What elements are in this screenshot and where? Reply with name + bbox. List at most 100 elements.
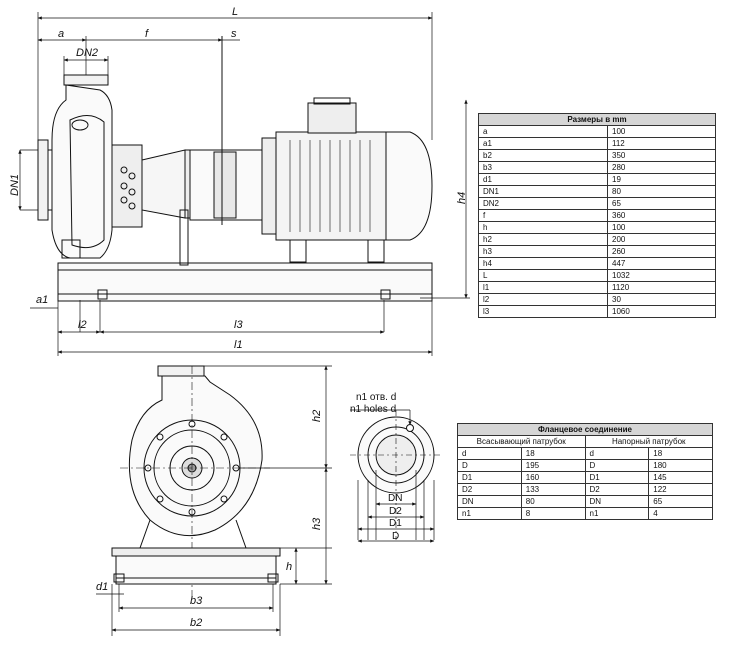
suction-param: n1 — [457, 507, 522, 520]
front-base-frame — [111, 547, 281, 585]
flange-holes-label-ru: n1 отв. d — [356, 392, 396, 403]
dim-label-l3: l3 — [234, 319, 243, 331]
dim-label-h4: h4 — [456, 192, 468, 204]
suction-param: D1 — [457, 471, 522, 484]
dimension-name: f — [478, 209, 608, 222]
dimension-name: b3 — [478, 161, 608, 174]
side-view-labels: L a f s DN2 DN1 h4 a1 l2 l3 l1 — [9, 6, 468, 351]
front-view-labels: h2 h3 h d1 b3 b2 — [96, 410, 323, 629]
dim-label-dn: DN — [388, 493, 402, 504]
dimension-name: h — [478, 221, 608, 234]
dimension-value: 1032 — [607, 269, 716, 282]
dimension-name: b2 — [478, 149, 608, 162]
dimension-value: 350 — [607, 149, 716, 162]
suction-value: 8 — [520, 507, 586, 520]
flange-holes-label-en: n1 holes d — [350, 404, 396, 415]
dimension-name: h2 — [478, 233, 608, 246]
dimension-name: h3 — [478, 245, 608, 258]
suction-value: 80 — [520, 495, 586, 508]
dim-label-flange-d1: D1 — [389, 518, 402, 529]
front-view — [96, 365, 332, 636]
dim-label-b2: b2 — [190, 617, 202, 629]
dimension-name: l3 — [478, 305, 608, 318]
flange-view-labels: n1 отв. d n1 holes d DN D2 D1 D — [350, 392, 402, 542]
discharge-param: D2 — [584, 483, 650, 496]
front-view-dimensions — [96, 365, 332, 636]
dimension-name: L — [478, 269, 608, 282]
dimension-name: d1 — [478, 173, 608, 186]
dim-label-dn1: DN1 — [9, 174, 21, 196]
discharge-param: d — [584, 447, 650, 460]
dimension-name: l1 — [478, 281, 608, 294]
suction-value: 195 — [520, 459, 586, 472]
dimension-value: 280 — [607, 161, 716, 174]
dimension-value: 447 — [607, 257, 716, 270]
dim-label-a: a — [58, 28, 64, 40]
flange-table-body: Всасывающий патрубок Напорный патрубок d… — [457, 435, 713, 520]
dim-label-h2: h2 — [311, 410, 323, 422]
discharge-header: Напорный патрубок — [584, 435, 713, 448]
discharge-param: D1 — [584, 471, 650, 484]
flange-table: Фланцевое соединение Всасывающий патрубо… — [457, 423, 713, 520]
discharge-param: n1 — [584, 507, 650, 520]
dimension-value: 19 — [607, 173, 716, 186]
dimension-value: 80 — [607, 185, 716, 198]
dimension-value: 100 — [607, 125, 716, 138]
discharge-value: 4 — [648, 507, 713, 520]
dim-label-s: s — [231, 28, 237, 40]
dimension-value: 260 — [607, 245, 716, 258]
side-view-dimensions — [18, 12, 470, 356]
dim-label-l1: l1 — [234, 339, 243, 351]
dim-label-d2: D2 — [389, 506, 402, 517]
dimension-value: 30 — [607, 293, 716, 306]
dimension-value: 65 — [607, 197, 716, 210]
discharge-value: 180 — [648, 459, 713, 472]
suction-param: D2 — [457, 483, 522, 496]
discharge-param: DN — [584, 495, 650, 508]
suction-param: DN — [457, 495, 522, 508]
dimension-name: DN2 — [478, 197, 608, 210]
dimension-name: a — [478, 125, 608, 138]
dim-label-a1: a1 — [36, 294, 48, 306]
discharge-value: 145 — [648, 471, 713, 484]
suction-value: 160 — [520, 471, 586, 484]
suction-header: Всасывающий патрубок — [457, 435, 586, 448]
suction-value: 133 — [520, 483, 586, 496]
base-frame — [57, 262, 433, 302]
dim-label-b3: b3 — [190, 595, 203, 607]
flange-view — [350, 409, 442, 543]
dim-label-h: h — [286, 561, 292, 573]
dim-label-l2: l2 — [78, 319, 87, 331]
dimension-value: 1060 — [607, 305, 716, 318]
side-view — [18, 12, 470, 356]
suction-value: 18 — [520, 447, 586, 460]
bearing-housing — [111, 144, 196, 266]
dimension-name: DN1 — [478, 185, 608, 198]
suction-param: D — [457, 459, 522, 472]
discharge-param: D — [584, 459, 650, 472]
dimension-value: 360 — [607, 209, 716, 222]
dim-label-f: f — [145, 28, 149, 40]
discharge-value: 65 — [648, 495, 713, 508]
